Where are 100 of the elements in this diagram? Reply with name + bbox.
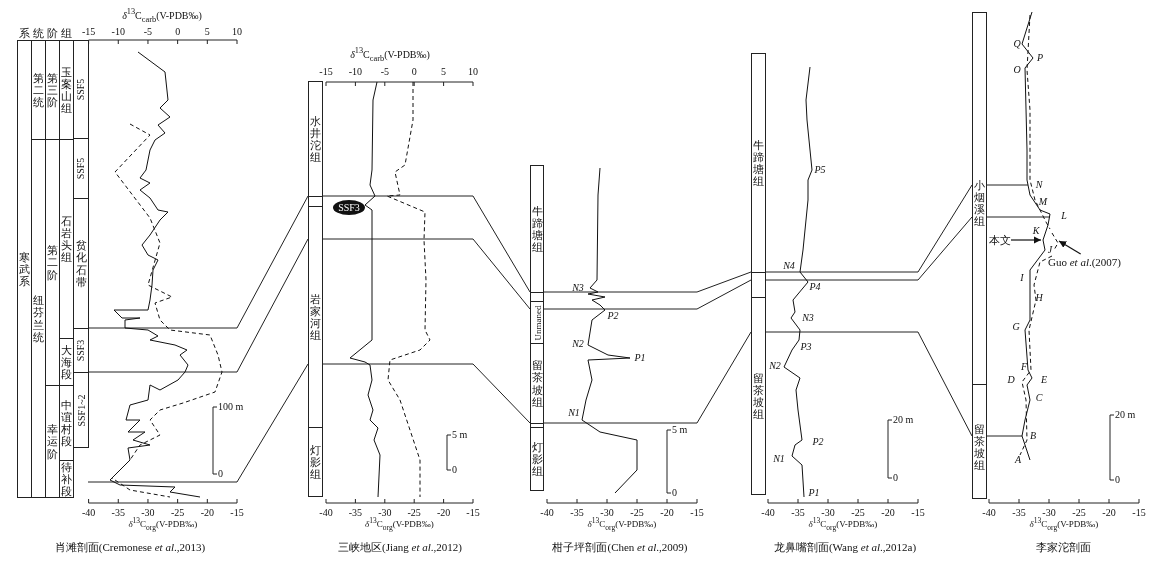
scale-label: 20 m xyxy=(893,415,914,425)
annotation-text: Guo et al.(2007) xyxy=(1048,254,1140,270)
scale-label: 0 xyxy=(1115,475,1120,485)
curve-point-label: Q xyxy=(1013,39,1021,49)
scale-label: 5 m xyxy=(452,430,468,440)
curve-point-label: D xyxy=(1007,375,1015,385)
tick-label: -15 xyxy=(911,508,925,518)
scale-label: 100 m xyxy=(218,402,244,412)
tick-label: -30 xyxy=(600,508,614,518)
curve-point-label: N1 xyxy=(568,408,580,418)
tick-label: -25 xyxy=(170,508,185,518)
axis-title: δ$^{13}$C$_{org}$(V-PDB‰) xyxy=(1029,516,1099,532)
tick-label: -20 xyxy=(881,508,895,518)
curve-point-label: L xyxy=(1061,211,1067,221)
column-header: 阶 xyxy=(46,27,58,39)
column-header: 系 xyxy=(18,27,30,39)
tick-label: -15 xyxy=(81,27,96,37)
annotation-text: 本文 xyxy=(989,232,1011,248)
curve-point-label: P xyxy=(1036,53,1044,63)
axis-title: δ$^{13}$C$_{org}$(V-PDB‰) xyxy=(808,516,878,532)
curve-point-label: P1 xyxy=(808,488,820,498)
tick-label: -15 xyxy=(466,508,480,518)
column-header: 统 xyxy=(32,27,44,39)
tick-label: -20 xyxy=(660,508,674,518)
tick-label: -30 xyxy=(1042,508,1056,518)
tick-label: -10 xyxy=(348,67,363,77)
tick-label: -15 xyxy=(690,508,704,518)
carbonate-carbon-curve xyxy=(1051,232,1059,251)
tick-label: -35 xyxy=(348,508,363,518)
section-caption: 李家沱剖面 xyxy=(1035,541,1091,553)
stratigraphic-unit xyxy=(530,292,544,302)
stratigraphic-unit xyxy=(308,196,323,207)
tick-label: -25 xyxy=(1072,508,1086,518)
tick-label: -10 xyxy=(111,27,125,37)
tick-label: 0 xyxy=(175,27,181,37)
tick-label: -30 xyxy=(378,508,392,518)
curve-point-label: K xyxy=(1032,226,1040,236)
tick-label: -30 xyxy=(141,508,155,518)
stratigraphic-unit: 灯影组 xyxy=(308,427,323,497)
tick-label: -5 xyxy=(143,27,153,37)
curve-point-label: P5 xyxy=(814,165,826,175)
curve-point-label: P3 xyxy=(800,342,812,352)
curve-point-label: H xyxy=(1035,293,1043,303)
axis-title: δ$^{13}$C$_{org}$(V-PDB‰) xyxy=(128,516,198,532)
tick-label: -15 xyxy=(1132,508,1146,518)
curve-point-label: I xyxy=(1020,273,1024,283)
curve-point-label: N4 xyxy=(783,261,795,271)
tick-label: 0 xyxy=(411,67,417,77)
curve-point-label: E xyxy=(1040,375,1048,385)
tick-label: -35 xyxy=(791,508,805,518)
stratigraphic-unit: 待补段 xyxy=(59,460,74,498)
tick-label: -25 xyxy=(630,508,644,518)
curve-point-label: P2 xyxy=(607,311,619,321)
axis-title: δ$^{13}$C$_{carb}$(V-PDB‰) xyxy=(350,47,430,63)
tick-label: -35 xyxy=(111,508,125,518)
section-caption: 肖滩剖面(Cremonese et al.,2013) xyxy=(54,541,206,553)
stratigraphic-unit: SSF1~2 xyxy=(73,372,89,448)
scale-label: 0 xyxy=(452,465,457,475)
scale-label: 0 xyxy=(218,469,223,479)
curve-point-label: O xyxy=(1013,65,1021,75)
stratigraphic-unit xyxy=(751,272,766,298)
curve-point-label: M xyxy=(1038,197,1048,207)
scale-label: 0 xyxy=(672,488,677,498)
tick-label: -40 xyxy=(982,508,996,518)
curve-point-label: C xyxy=(1035,393,1043,403)
curve-point-label: N3 xyxy=(802,313,814,323)
curve-point-label: N3 xyxy=(572,283,584,293)
tick-label: -35 xyxy=(1012,508,1026,518)
tick-label: -40 xyxy=(81,508,96,518)
curve-point-label: P4 xyxy=(809,282,821,292)
section-caption: 柑子坪剖面(Chen et al.,2009) xyxy=(552,541,688,553)
curve-point-label: P1 xyxy=(634,353,646,363)
pointer-arrow xyxy=(1058,240,1082,255)
curve-point-label: A xyxy=(1014,455,1022,465)
stratigraphic-unit: Unmaned xyxy=(530,301,544,344)
tick-label: -15 xyxy=(319,67,333,77)
scale-label: 0 xyxy=(893,473,898,483)
stratigraphic-unit: 水井沱组 xyxy=(308,81,323,197)
tick-label: -5 xyxy=(380,67,389,77)
tick-label: 5 xyxy=(204,27,210,37)
tick-label: -40 xyxy=(319,508,333,518)
axis-title: δ$^{13}$C$_{org}$(V-PDB‰) xyxy=(365,516,434,532)
tick-label: -25 xyxy=(407,508,421,518)
curve-point-label: P2 xyxy=(812,437,824,447)
stratigraphic-unit: 贫化石带 xyxy=(73,198,89,329)
section-caption: 龙鼻嘴剖面(Wang et al.,2012a) xyxy=(773,541,917,553)
tick-label: -25 xyxy=(851,508,865,518)
scale-label: 20 m xyxy=(1115,410,1136,420)
stratigraphic-unit: 牛蹄塘组 xyxy=(530,165,544,293)
stratigraphic-unit: 留茶坡组 xyxy=(972,384,987,499)
tick-label: -20 xyxy=(200,508,214,518)
curve-point-label: J xyxy=(1047,245,1053,255)
stratigraphic-unit: 灯影组 xyxy=(530,427,544,491)
tick-label: -15 xyxy=(230,508,244,518)
column-header: 组 xyxy=(60,27,72,39)
tick-label: -35 xyxy=(570,508,584,518)
scale-label: 5 m xyxy=(672,425,688,435)
zone-oval: SSF3 xyxy=(333,200,365,215)
axis-title: δ$^{13}$C$_{org}$(V-PDB‰) xyxy=(587,516,657,532)
tick-label: 10 xyxy=(468,67,478,77)
